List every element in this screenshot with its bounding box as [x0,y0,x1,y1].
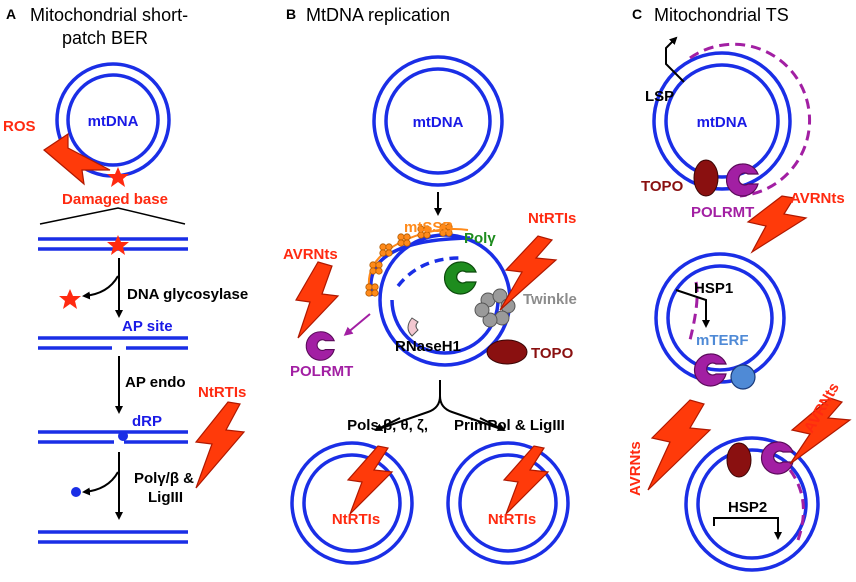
panel-c-avrnts-mid-label: AVRNts [627,441,644,496]
panel-b-mtdna-ring [372,55,504,187]
panel-b: B MtDNA replication mtDNA mtSSB Polγ [283,5,577,565]
panel-b-twinkle-label: Twinkle [523,291,577,308]
panel-b-avrnts-bolt [295,261,340,339]
panel-b-daughter-ring-left [290,441,414,565]
panel-a-pol-label-2: LigIII [148,489,183,506]
panel-a-nrtis-label: NtRTIs [198,384,246,401]
panel-a-excised-star [59,289,81,309]
panel-c-topo-protein [693,159,719,197]
panel-b-pols-right-label: PrimPol & LigIII [454,417,565,434]
panel-a-pol-label-1: Polγ/β & [134,470,194,487]
panel-a-star-in-duplex [107,235,129,255]
panel-c-polrmt-label: POLRMT [691,204,754,221]
panel-b-bolt-left [346,445,394,515]
panel-c-letter: C [632,6,642,22]
panel-a-arrow-drp-out [82,471,119,496]
panel-c-transcript-2 [688,281,699,341]
panel-c-mterf-protein [730,364,756,390]
panel-b-daughter-ring-right [446,441,570,565]
panel-a-dna-duplex-3 [38,430,188,444]
panel-a-letter: A [6,6,16,22]
panel-c-avrnts-bolt-right [789,397,852,465]
panel-a-ap-site-label: AP site [122,318,173,335]
panel-b-branch-right [479,417,506,431]
panel-c-transcript-3 [788,469,805,541]
panel-b-topo-label: TOPO [531,345,574,362]
panel-c-mtdna-ring-3 [684,436,820,572]
panel-a-ros-bolt [43,132,111,186]
panel-c-avrnts-top-label: AVRNts [790,190,845,207]
panel-b-polg-protein [443,261,477,295]
panel-a-zoom-lines [39,207,186,225]
panel-c-hsp2-label: HSP2 [728,499,767,516]
panel-b-polrmt-label: POLRMT [290,363,353,380]
panel-a-glycosylase-label: DNA glycosylase [127,286,248,303]
panel-a-arrow-excise [82,275,119,300]
panel-c-avrnts-bolt-mid [647,399,712,491]
panel-c-hsp1-arrow [675,289,710,328]
panel-b-title: MtDNA replication [306,5,450,25]
panel-b-branch-arrow [375,380,505,431]
panel-b-nrtis-label: NtRTIs [528,210,576,227]
panel-c-transcript-1 [689,42,812,198]
panel-a-drp-dot [118,431,128,441]
panel-c-hsp1-label: HSP1 [694,280,733,297]
panel-b-nrtis-right-label: NtRTIs [488,511,536,528]
panel-a-damage-star [107,167,129,187]
panel-b-rnaseh1-protein [407,317,419,337]
panel-b-mtssb-label: mtSSB [404,219,453,236]
panel-b-mtdna-label: mtDNA [413,114,464,131]
panel-c-topo-label: TOPO [641,178,684,195]
panel-a-ros-label: ROS [3,118,36,135]
panel-b-polg-label: Polγ [464,230,496,247]
panel-a-mtdna-label: mtDNA [88,113,139,130]
panel-c-mtdna-ring-1 [652,51,792,191]
panel-c-avrnts-bolt-top [746,195,808,254]
panel-b-polrmt-arrow [343,313,371,336]
panel-a-dna-duplex-2 [38,336,188,350]
panel-a-drp-label: dRP [132,413,162,430]
panel-b-twinkle-hexamer [474,288,516,328]
panel-c-lsp-label: LSP [645,88,674,105]
panel-b-nrtis-bolt [499,235,558,311]
panel-c-hsp2-arrow [713,517,782,540]
panel-a-title-line2: patch BER [62,28,148,48]
panel-b-topo-protein [486,339,528,365]
panel-c-mterf-label: mTERF [696,332,749,349]
panel-a-damaged-base-label: Damaged base [62,191,168,208]
panel-b-letter: B [286,6,296,22]
panel-a: A Mitochondrial short- patch BER mtDNA R… [3,5,248,544]
panel-c-topo-protein-2 [726,442,752,478]
panel-b-rnaseh1-label: RNaseH1 [395,338,461,355]
panel-b-branch-left [374,417,401,431]
panel-a-apendo-label: AP endo [125,374,186,391]
panel-b-bolt-right [502,445,550,515]
panel-a-removed-drp-dot [71,487,81,497]
panel-b-nrtis-left-label: NtRTIs [332,511,380,528]
panel-b-avrnts-label: AVRNts [283,246,338,263]
panel-c-lsp-arrow [665,36,685,83]
panel-c: C Mitochondrial TS mtDNA LSP TOPO POLRMT… [627,5,852,572]
panel-b-pols-left-label: Pols β, θ, ζ, [347,417,428,434]
panel-a-dna-duplex-4 [38,530,188,544]
panel-a-nrtis-bolt [194,401,246,489]
panel-b-mtssb-chain [365,223,469,297]
panel-b-polrmt-protein [305,331,335,361]
panel-a-title-line1: Mitochondrial short- [30,5,188,25]
panel-c-mtdna-label: mtDNA [697,114,748,131]
panel-c-title: Mitochondrial TS [654,5,789,25]
